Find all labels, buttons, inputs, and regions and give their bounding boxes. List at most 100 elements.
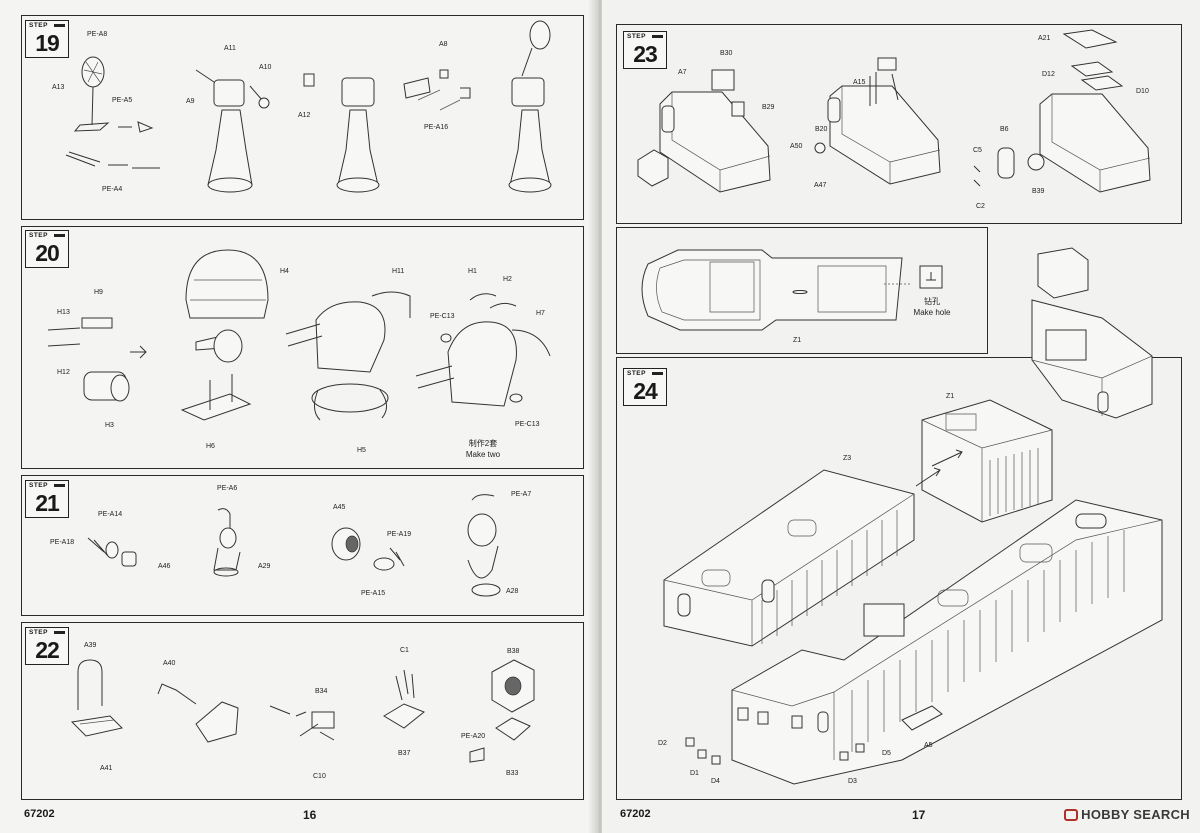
part-label: PE-A5 — [112, 97, 133, 104]
part-label: H11 — [392, 268, 405, 275]
step-19-illustration — [0, 0, 598, 833]
step-24-tag: STEP 24 — [623, 368, 667, 406]
part-label: A29 — [258, 563, 271, 570]
part-label: A10 — [259, 64, 272, 71]
hobby-search-logo-icon — [1064, 809, 1079, 821]
step-19-panel — [21, 15, 584, 220]
part-label: PE-A6 — [217, 485, 238, 492]
note-en: Make hole — [913, 308, 951, 317]
part-label: D4 — [711, 778, 720, 785]
part-label: A15 — [853, 79, 866, 86]
part-label: A47 — [814, 182, 827, 189]
part-label: B20 — [815, 126, 828, 133]
page-number: 17 — [912, 808, 926, 822]
ship-icon — [54, 484, 65, 487]
part-label: PE-A16 — [424, 124, 449, 131]
part-label: Z1 — [793, 337, 802, 344]
right-page: STEP 23 A7 B30 B29 A15 B20 A50 A47 A21 D… — [602, 0, 1200, 833]
step-23-illustration — [602, 0, 1200, 833]
page-number: 16 — [303, 808, 317, 822]
step-23-tag: STEP 23 — [623, 31, 667, 69]
part-label: C1 — [400, 647, 409, 654]
part-label: PE-A15 — [361, 590, 386, 597]
part-label: A11 — [224, 45, 236, 52]
part-label: H3 — [105, 422, 114, 429]
part-label: B38 — [507, 648, 520, 655]
step-19-tag: STEP 19 — [25, 20, 69, 58]
step-21-panel — [21, 475, 584, 616]
ship-icon — [54, 234, 65, 237]
step-20-illustration — [0, 0, 598, 833]
note-cn: 制作2套 — [468, 439, 498, 448]
step-number: 24 — [633, 378, 658, 404]
part-label: H13 — [57, 309, 70, 316]
step-22-panel — [21, 622, 584, 800]
part-label: A28 — [506, 588, 519, 595]
step-20-tag: STEP 20 — [25, 230, 69, 268]
part-label: D12 — [1042, 71, 1055, 78]
part-label: H1 — [468, 268, 477, 275]
part-label: H5 — [357, 447, 366, 454]
step-22-tag: STEP 22 — [25, 627, 69, 665]
part-label: H4 — [280, 268, 289, 275]
step-word: STEP — [29, 22, 48, 29]
step-24-illustration — [602, 0, 1200, 833]
step-number: 19 — [35, 30, 60, 56]
make-two-note: 制作2套 Make two — [455, 438, 511, 460]
part-label: A50 — [790, 143, 803, 150]
step-word: STEP — [627, 33, 646, 40]
part-label: A45 — [333, 504, 346, 511]
note-cn: 钻孔 — [924, 297, 940, 306]
part-label: D10 — [1136, 88, 1149, 95]
part-label: A13 — [52, 84, 65, 91]
part-label: B39 — [1032, 188, 1045, 195]
watermark-text: HOBBY SEARCH — [1081, 807, 1190, 822]
part-label: A8 — [439, 41, 448, 48]
part-label: B29 — [762, 104, 775, 111]
part-label: A5 — [924, 742, 933, 749]
part-label: PE-A4 — [102, 186, 123, 193]
part-label: H2 — [503, 276, 512, 283]
step-24-panel — [616, 357, 1182, 800]
step-number: 21 — [35, 490, 60, 516]
part-label: C5 — [973, 147, 982, 154]
ship-icon — [54, 631, 65, 634]
ship-icon — [652, 372, 663, 375]
part-label: B34 — [315, 688, 328, 695]
part-label: H7 — [536, 310, 545, 317]
part-label: Z3 — [843, 455, 852, 462]
part-label: H12 — [57, 369, 70, 376]
note-en: Make two — [465, 450, 501, 459]
part-label: PE-A8 — [87, 31, 108, 38]
part-label: C10 — [313, 773, 326, 780]
step-21-illustration — [0, 0, 598, 833]
part-label: H6 — [206, 443, 215, 450]
part-label: A21 — [1038, 35, 1051, 42]
part-label: A39 — [84, 642, 97, 649]
part-label: D3 — [848, 778, 857, 785]
part-label: PE-C13 — [515, 421, 540, 428]
step-word: STEP — [627, 370, 646, 377]
part-label: B6 — [1000, 126, 1009, 133]
step-20-panel — [21, 226, 584, 469]
part-label: A7 — [678, 69, 687, 76]
part-label: D1 — [690, 770, 699, 777]
part-label: PE-C13 — [430, 313, 455, 320]
part-label: Z1 — [946, 393, 955, 400]
step-22-illustration — [0, 0, 598, 833]
make-hole-note: 钻孔 Make hole — [910, 296, 954, 318]
part-label: B33 — [506, 770, 519, 777]
part-label: A46 — [158, 563, 171, 570]
part-label: PE-A20 — [461, 733, 486, 740]
step-number: 23 — [633, 41, 658, 67]
part-label: A9 — [186, 98, 195, 105]
part-label: B30 — [720, 50, 733, 57]
step-word: STEP — [29, 629, 48, 636]
step-number: 20 — [35, 240, 60, 266]
watermark: HOBBY SEARCH — [1064, 807, 1190, 822]
part-label: A12 — [298, 112, 311, 119]
step-number: 22 — [35, 637, 60, 663]
ship-icon — [652, 35, 663, 38]
part-label: PE-A7 — [511, 491, 532, 498]
part-label: B37 — [398, 750, 411, 757]
